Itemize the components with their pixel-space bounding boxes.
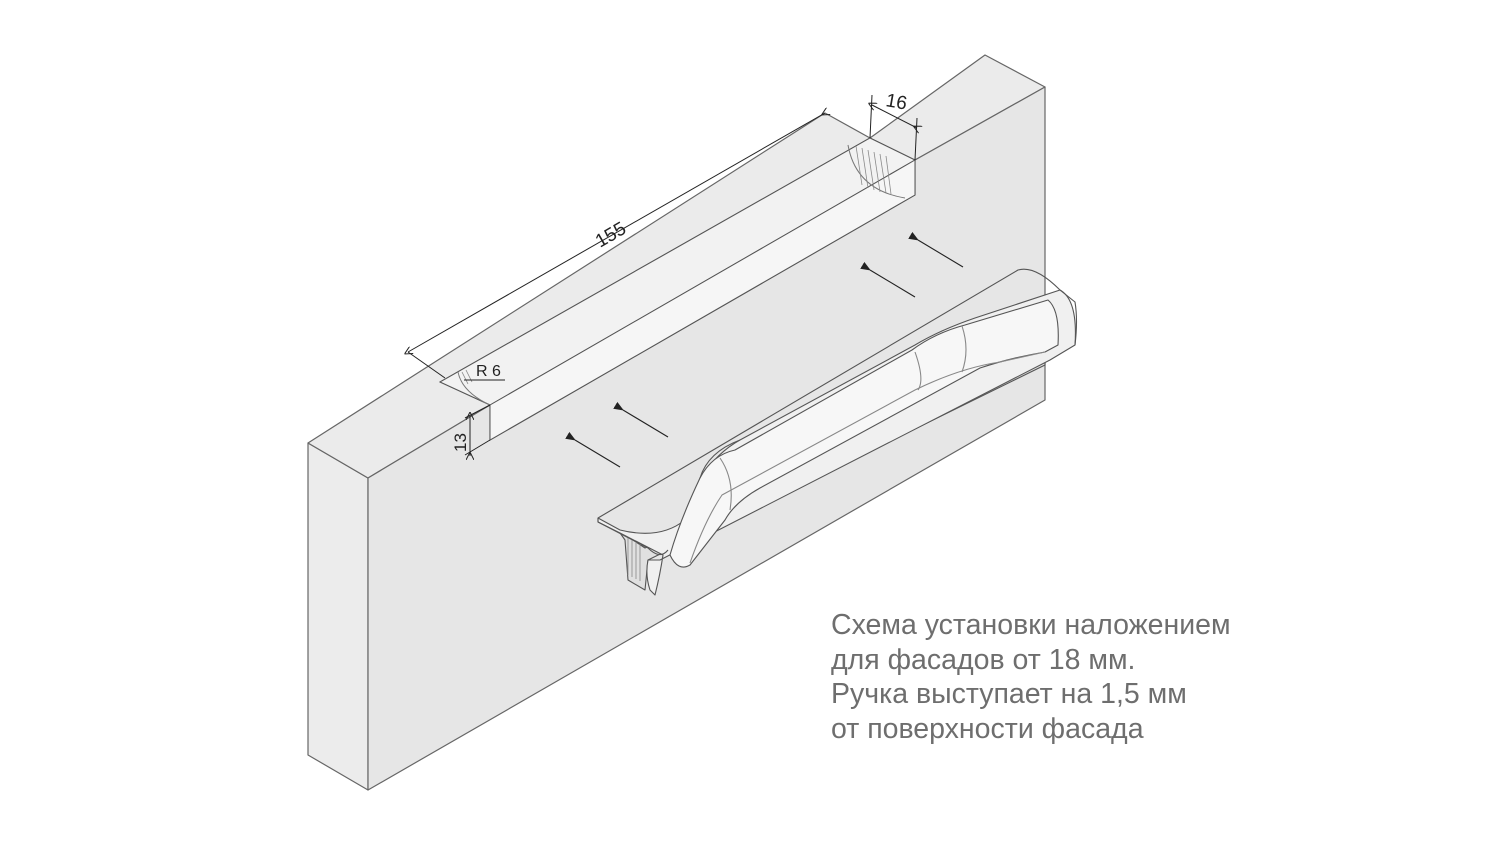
panel-side-face [307, 442, 369, 791]
caption-line-2: для фасадов от 18 мм. [831, 643, 1136, 676]
caption-line-3: Ручка выступает на 1,5 мм [831, 678, 1187, 710]
arrow [908, 231, 964, 268]
dimension-13: 13 [451, 404, 491, 456]
dimension-radius: R 6 [464, 363, 505, 381]
arrow [613, 401, 669, 438]
dimension-depth-label: 13 [451, 433, 470, 452]
dimension-16: 16 [870, 90, 917, 161]
caption-line-4: от поверхности фасада [831, 712, 1144, 745]
caption-line-1: Схема установки наложением [831, 609, 1231, 641]
insertion-arrows [565, 231, 964, 468]
arrow [565, 431, 621, 468]
installation-caption: Схема установки наложением для фасадов о… [831, 608, 1391, 746]
dimension-radius-label: R 6 [476, 363, 501, 380]
handle [597, 268, 1078, 596]
dimension-width-label: 16 [884, 90, 908, 114]
arrow [860, 261, 916, 298]
